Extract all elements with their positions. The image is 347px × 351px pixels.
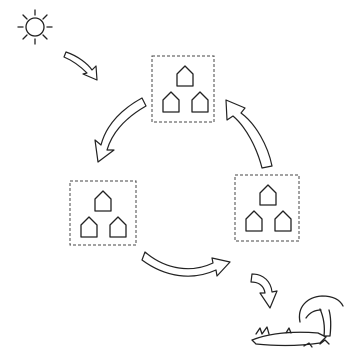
cycle-arrow-right-to-top-icon: [226, 100, 272, 168]
house-icon: [246, 185, 291, 231]
sun-icon: [18, 10, 52, 44]
house-icon: [81, 191, 126, 237]
cycle-arrow-left-to-right-icon: [142, 252, 230, 276]
house-group-right: [235, 175, 299, 241]
house-icon: [163, 66, 208, 112]
sun-arrow-icon: [64, 52, 97, 80]
grass-tuft-icon: [252, 327, 329, 347]
down-arrow-icon: [251, 274, 277, 308]
animal-creature-icon: [299, 296, 343, 336]
cycle-arrow-top-to-left-icon: [95, 98, 146, 162]
house-group-left: [70, 181, 136, 245]
house-group-top: [152, 56, 214, 122]
